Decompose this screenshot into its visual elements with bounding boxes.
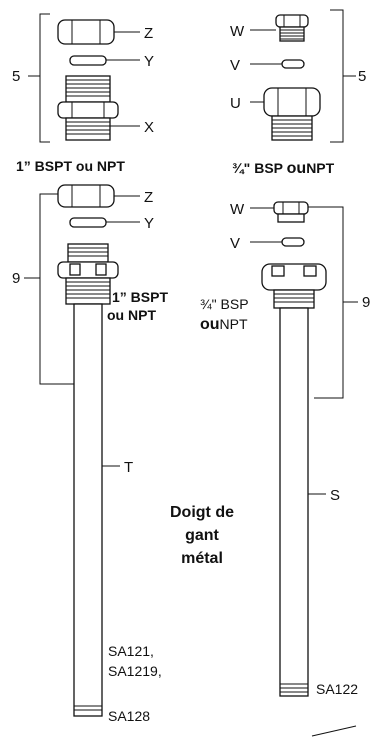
label-u: U <box>230 95 241 112</box>
caption-line-3: métal <box>181 550 223 567</box>
label-z-top: Z <box>144 25 153 42</box>
fitting-u <box>263 87 321 141</box>
nut-w <box>275 14 309 42</box>
hex-nut-z <box>57 19 115 45</box>
nut-w-mid <box>273 201 309 223</box>
top-left-assembly: 5 Z Y X <box>12 13 154 143</box>
fitting-x <box>57 75 119 141</box>
model-left-3: SA128 <box>108 708 150 724</box>
model-left-2: SA1219, <box>108 663 162 679</box>
caption-line-2: gant <box>185 527 219 544</box>
label-w-top: W <box>230 23 245 40</box>
caption-line-1: Doigt de <box>170 504 234 521</box>
ferrule-y-mid <box>69 217 107 228</box>
hex-nut-z-mid <box>57 184 115 208</box>
model-left-1: SA121, <box>108 643 154 659</box>
ferrule-v-mid <box>281 237 305 247</box>
label-v-mid: V <box>230 235 240 252</box>
label-v-top: V <box>230 57 240 74</box>
label-x: X <box>144 119 154 136</box>
top-right-assembly: 5 W V U <box>230 9 366 143</box>
label-9-left: 9 <box>12 270 20 287</box>
label-w-mid: W <box>230 201 245 218</box>
label-y-mid: Y <box>144 215 154 232</box>
label-5-left: 5 <box>12 68 20 85</box>
thread-label-right-mid-2: ouNPT <box>200 316 248 333</box>
thread-label-left-mid-1: 1” BSPT <box>112 289 168 305</box>
thread-label-right-mid-1: ¾" BSP <box>200 296 249 312</box>
right-well-tube <box>279 307 309 697</box>
right-well-head <box>261 263 327 309</box>
label-9-right: 9 <box>362 294 370 311</box>
label-5-right: 5 <box>358 68 366 85</box>
thread-label-left-mid-2: ou NPT <box>107 307 156 323</box>
model-right: SA122 <box>316 681 358 697</box>
left-thermowell: 9 Z Y <box>12 184 168 717</box>
ferrule-v <box>281 59 305 69</box>
thread-label-right-top: ¾" BSP ouNPT <box>232 160 335 177</box>
label-t: T <box>124 459 133 476</box>
left-well-head <box>57 243 119 305</box>
left-well-tube <box>73 303 103 717</box>
label-z-mid: Z <box>144 189 153 206</box>
label-s: S <box>330 487 340 504</box>
ferrule-y <box>69 55 107 66</box>
label-y-top: Y <box>144 53 154 70</box>
thread-label-left-top: 1” BSPT ou NPT <box>16 158 125 174</box>
right-thermowell: 9 W V S ¾" BSP ouN <box>200 201 370 697</box>
